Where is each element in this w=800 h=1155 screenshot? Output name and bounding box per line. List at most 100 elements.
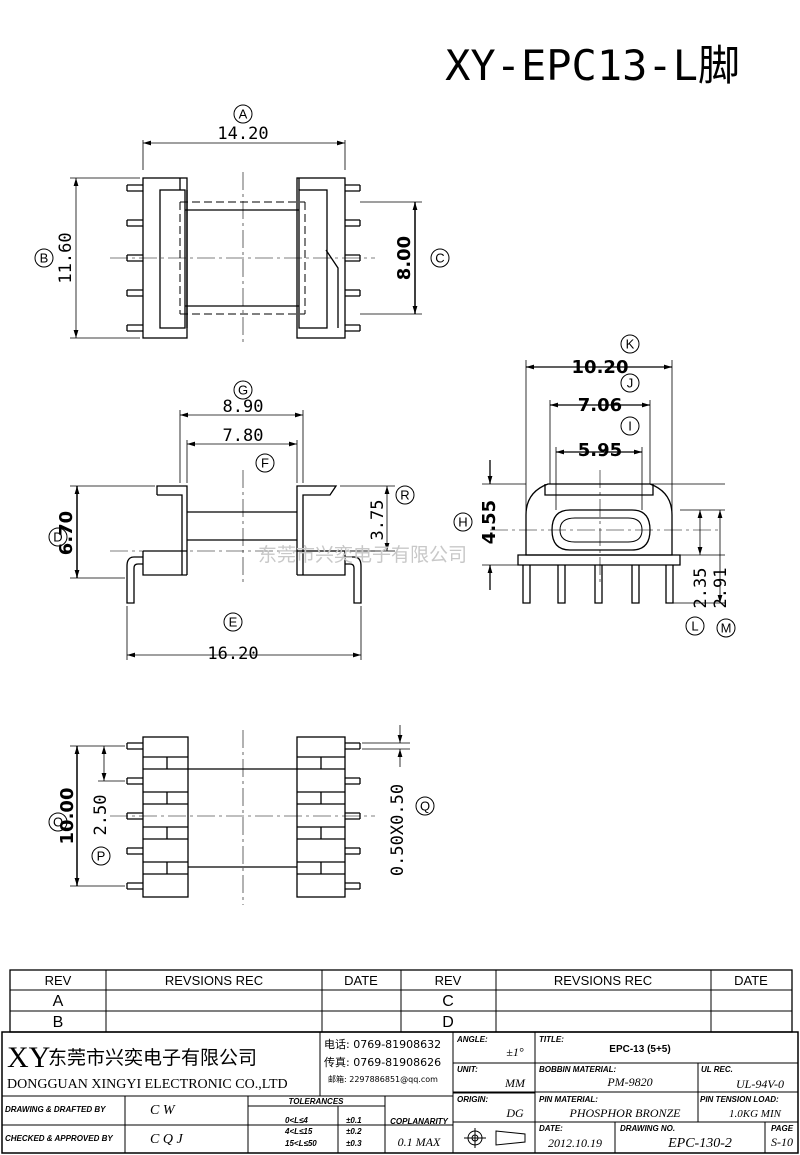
company-name-en: DONGGUAN XINGYI ELECTRONIC CO.,LTD (7, 1077, 288, 1092)
dim-letter-l: L (691, 619, 698, 634)
coplanarity-value: 0.1 MAX (398, 1135, 441, 1149)
tol-r2-range: 4<L≤15 (284, 1127, 313, 1136)
rev-a: A (53, 993, 64, 1010)
checked-label: CHECKED & APPROVED BY (5, 1134, 113, 1143)
dim-letter-c: C (435, 251, 444, 266)
dim-value-i: 5.95 (578, 440, 622, 461)
side-view-dimensions (482, 360, 725, 604)
bobbin-value: PM-9820 (606, 1075, 652, 1089)
ulrec-value: UL-94V-0 (736, 1077, 784, 1091)
dim-value-h: 4.55 (479, 500, 500, 544)
dim-value-k: 10.20 (572, 357, 629, 378)
pin-tension-label: PIN TENSION LOAD: (700, 1095, 779, 1104)
dim-letter-j: J (627, 376, 634, 391)
page-value: S-10 (771, 1135, 793, 1149)
tol-r1-val: ±0.1 (346, 1116, 362, 1125)
bottom-view (110, 730, 375, 905)
pin-tension-value: 1.0KG MIN (729, 1108, 782, 1120)
projection-symbol-icon (464, 1128, 526, 1148)
ulrec-label: UL REC. (701, 1065, 733, 1074)
dim-letter-b: B (40, 251, 49, 266)
company-fax: 传真: 0769-81908626 (324, 1055, 441, 1069)
top-view (110, 172, 375, 345)
drawing-no-value: EPC-130-2 (667, 1136, 732, 1151)
dim-value-f: 7.80 (223, 426, 264, 446)
title-label: TITLE: (539, 1035, 564, 1044)
dim-value-a: 14.20 (217, 124, 268, 144)
dim-letter-a: A (239, 107, 248, 122)
dim-value-q: 0.50X0.50 (388, 784, 408, 876)
drawing-title: XY-EPC13-L脚 (445, 41, 740, 90)
revision-table (9, 969, 793, 1033)
dim-value-d: 6.70 (56, 511, 77, 555)
dim-letter-h: H (458, 515, 467, 530)
dim-letter-o: O (53, 815, 63, 830)
dim-letter-p: P (97, 849, 106, 864)
dim-letter-m: M (721, 621, 732, 636)
origin-label: ORIGIN: (457, 1095, 488, 1104)
rev-b: B (53, 1014, 64, 1031)
company-phone: 电话: 0769-81908632 (324, 1038, 441, 1051)
rev-c: C (442, 993, 454, 1010)
rev-header-2: REVSIONS REC (165, 973, 263, 988)
company-name-cn: 东莞市兴奕电子有限公司 (48, 1047, 257, 1069)
checked-value: C Q J (150, 1132, 183, 1147)
company-email: 邮箱: 2297886851@qq.com (328, 1074, 438, 1084)
dim-letter-g: G (238, 383, 248, 398)
dim-letter-d: D (53, 530, 62, 545)
title-block (1, 1031, 799, 1154)
rev-header-5: REVSIONS REC (554, 973, 652, 988)
drawing-no-label: DRAWING NO. (620, 1124, 675, 1133)
dim-value-e: 16.20 (207, 644, 258, 664)
watermark: 东莞市兴奕电子有限公司 (258, 544, 467, 566)
angle-value: ±1° (506, 1045, 524, 1059)
front-view-dimensions (70, 410, 395, 660)
company-logo: XY (7, 1041, 50, 1074)
dim-value-m: 2.91 (711, 568, 731, 609)
title-block-text: XY 东莞市兴奕电子有限公司 DONGGUAN XINGYI ELECTRONI… (5, 1035, 794, 1151)
dim-value-r: 3.75 (368, 500, 388, 541)
dim-value-g: 8.90 (223, 397, 264, 417)
coplanarity-label: COPLANARITY (390, 1117, 448, 1126)
dim-value-p: 2.50 (91, 795, 111, 836)
dim-letter-e: E (229, 615, 238, 630)
rev-d: D (442, 1014, 454, 1031)
dim-value-c: 8.00 (394, 236, 415, 280)
pin-material-value: PHOSPHOR BRONZE (569, 1106, 682, 1120)
dim-letter-q: Q (420, 799, 430, 814)
dim-value-l: 2.35 (691, 568, 711, 609)
tol-r1-range: 0<L≤4 (285, 1116, 308, 1125)
rev-header-3: DATE (344, 973, 378, 988)
dim-letter-i: I (628, 419, 632, 434)
front-view (110, 470, 375, 604)
tol-r3-range: 15<L≤50 (285, 1139, 317, 1148)
date-value: 2012.10.19 (548, 1136, 602, 1150)
drawn-value: C W (150, 1103, 176, 1118)
dim-letter-f: F (261, 456, 269, 471)
tol-r2-val: ±0.2 (346, 1127, 362, 1136)
dim-letter-k: K (626, 337, 635, 352)
angle-label: ANGLE: (456, 1035, 488, 1044)
dim-letter-r: R (400, 488, 409, 503)
rev-header-4: REV (435, 973, 462, 988)
side-view (490, 470, 720, 604)
unit-label: UNIT: (457, 1065, 478, 1074)
drawn-label: DRAWING & DRAFTED BY (5, 1105, 106, 1114)
top-view-dimensions (70, 140, 422, 339)
page-label: PAGE (771, 1124, 794, 1133)
rev-header-6: DATE (734, 973, 768, 988)
bottom-view-dimensions (70, 725, 410, 887)
bobbin-label: BOBBIN MATERIAL: (539, 1065, 617, 1074)
title-value: EPC-13 (5+5) (609, 1044, 670, 1055)
dim-value-o: 10.00 (57, 788, 78, 845)
revision-table-text: REV REVSIONS REC DATE REV REVSIONS REC D… (45, 973, 769, 1031)
rev-header-1: REV (45, 973, 72, 988)
dimension-labels: A 14.20 B 11.60 C 8.00 G 8.90 7.80 F R 3… (34, 104, 736, 876)
pin-material-label: PIN MATERIAL: (539, 1095, 598, 1104)
dim-value-j: 7.06 (578, 395, 622, 416)
date-label: DATE: (539, 1124, 563, 1133)
dim-value-b: 11.60 (56, 232, 76, 283)
tol-r3-val: ±0.3 (346, 1139, 362, 1148)
unit-value: MM (504, 1076, 526, 1090)
